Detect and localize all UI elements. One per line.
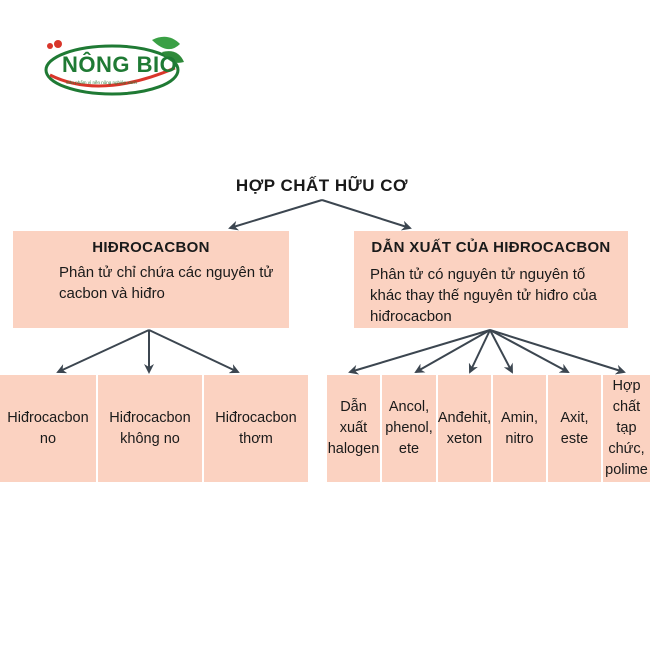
- leaf-node: Hợp chất tạp chức, polime: [603, 375, 650, 482]
- branch-title: DẪN XUẤT CỦA HIĐROCACBON: [371, 239, 611, 256]
- arrow-right-3: [468, 329, 491, 374]
- arrow-right-1: [348, 329, 491, 375]
- leaf-node: Hiđrocacbon không no: [98, 375, 204, 482]
- logo-swoosh-icon: [44, 36, 184, 96]
- leaf-node: Hiđrocacbon thơm: [204, 375, 308, 482]
- logo-tagline: Sản phẩm vì nền nông nghiệp xanh: [66, 80, 138, 85]
- branch-hydrocarbon-derivatives: DẪN XUẤT CỦA HIĐROCACBON Phân tử có nguy…: [354, 231, 628, 328]
- leaf-node: Hiđrocacbon no: [0, 375, 98, 482]
- arrow-left-3: [148, 329, 240, 374]
- branch-hydrocarbon: HIĐROCACBON Phân tử chỉ chứa các nguyên …: [13, 231, 289, 328]
- leaf-node: Ancol, phenol, ete: [382, 375, 438, 482]
- arrow-root-left: [228, 199, 323, 231]
- arrow-right-6: [489, 329, 626, 375]
- leaf-node: Dẫn xuất halogen: [327, 375, 382, 482]
- root-node: HỢP CHẤT HỮU CƠ: [235, 176, 409, 195]
- leaf-node: Amin, nitro: [493, 375, 548, 482]
- arrow-right-5: [489, 329, 570, 373]
- arrow-left-1: [56, 329, 150, 374]
- leaf-node: Anđehit, xeton: [438, 375, 493, 482]
- arrow-root-right: [321, 199, 412, 231]
- branch-description: Phân tử có nguyên tử nguyên tố khác thay…: [370, 266, 597, 325]
- arrow-right-4: [489, 329, 513, 374]
- branch-description: Phân tử chỉ chứa các nguyên tử cacbon và…: [59, 264, 274, 302]
- logo-name: NÔNG BIO: [62, 52, 178, 77]
- logo: NÔNG BIO Sản phẩm vì nền nông nghiệp xan…: [40, 30, 190, 100]
- leaf-node: Axit, este: [548, 375, 603, 482]
- arrow-right-2: [414, 329, 491, 373]
- branch-title: HIĐROCACBON: [92, 239, 210, 256]
